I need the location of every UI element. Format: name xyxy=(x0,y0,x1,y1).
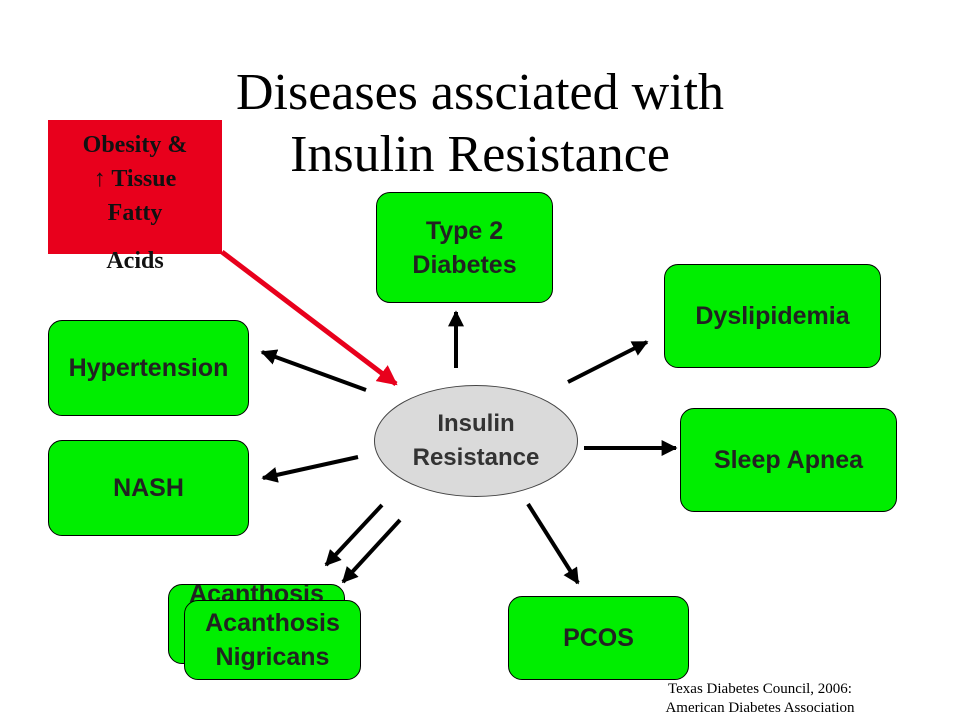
nash-box: NASH xyxy=(48,440,249,536)
nash-label: NASH xyxy=(113,474,184,502)
center-line-2: Resistance xyxy=(412,444,540,471)
obesity-factor-box: Obesity & ↑ Tissue Fatty Acids xyxy=(48,120,222,274)
type2-diabetes-box: Type 2 Diabetes xyxy=(376,192,553,303)
center-line-1: Insulin xyxy=(437,410,515,437)
source-line-2: American Diabetes Association xyxy=(665,700,855,716)
title-line-2: Insulin Resistance xyxy=(290,126,670,183)
acanthosis-line-2: Nigricans xyxy=(215,643,330,671)
dyslipidemia-label: Dyslipidemia xyxy=(695,302,850,330)
factor-line-1: Obesity & xyxy=(82,132,188,158)
hypertension-label: Hypertension xyxy=(68,354,229,382)
arrow-to-hypertension xyxy=(260,349,367,392)
pcos-label: PCOS xyxy=(563,624,634,652)
type2-line-1: Type 2 xyxy=(425,216,504,245)
type2-line-2: Diabetes xyxy=(412,250,517,279)
factor-line-2: ↑ Tissue xyxy=(48,162,222,196)
factor-tissue-label: Tissue xyxy=(111,166,177,192)
factor-line-4: Acids xyxy=(106,248,164,274)
up-arrow-icon: ↑ xyxy=(93,166,106,192)
acanthosis-nigricans-box: Acanthosis Nigricans xyxy=(184,600,361,680)
arrow-to-acanthosis-back xyxy=(324,503,384,567)
arrow-to-pcos xyxy=(526,502,580,585)
title-line-1: Diseases assciated with xyxy=(235,64,725,121)
arrow-to-acanthosis xyxy=(341,518,402,584)
acanthosis-line-1: Acanthosis xyxy=(205,609,340,637)
arrow-factor-to-center xyxy=(220,250,398,386)
factor-line-3: Fatty xyxy=(107,200,163,226)
arrow-to-dyslipidemia xyxy=(567,340,649,384)
sleep-apnea-box: Sleep Apnea xyxy=(680,408,897,512)
insulin-resistance-node: Insulin Resistance xyxy=(374,385,578,497)
hypertension-box: Hypertension xyxy=(48,320,249,416)
arrow-to-nash xyxy=(261,455,359,483)
sleep-apnea-label: Sleep Apnea xyxy=(713,446,864,474)
slide-title: Diseases assciated with Insulin Resistan… xyxy=(140,62,820,186)
pcos-box: PCOS xyxy=(508,596,689,680)
source-line-1: Texas Diabetes Council, 2006: xyxy=(668,681,852,697)
source-citation: Texas Diabetes Council, 2006: American D… xyxy=(630,680,890,718)
dyslipidemia-box: Dyslipidemia xyxy=(664,264,881,368)
